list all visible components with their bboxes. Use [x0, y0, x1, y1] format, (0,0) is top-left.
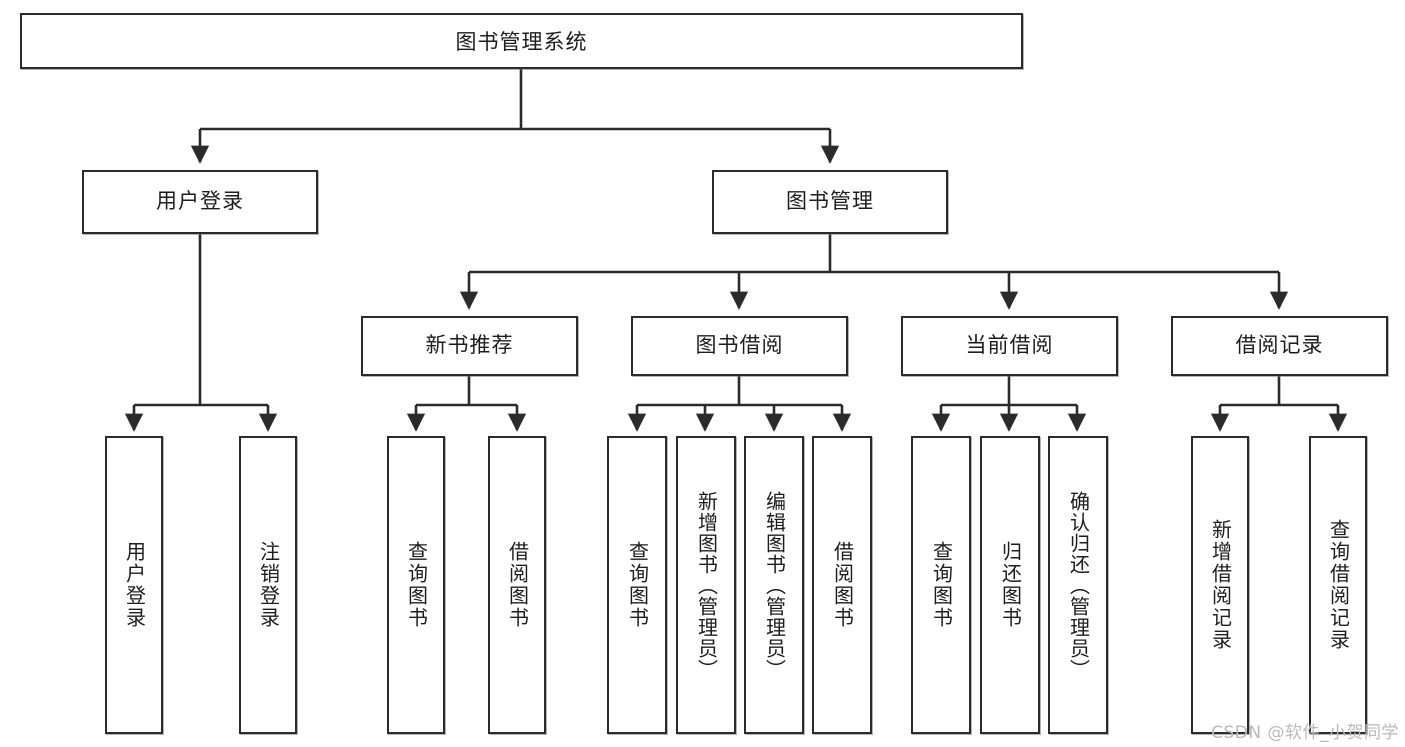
leaf-label: 新增图书（管理员） [694, 490, 719, 680]
leaf-label: 编辑图书（管理员） [762, 490, 787, 680]
leaf-label: 查询图书 [404, 541, 429, 629]
leaf-return-book[interactable]: 归还图书 [980, 436, 1040, 734]
leaf-add-borrow-record[interactable]: 新增借阅记录 [1191, 436, 1249, 734]
leaf-label: 用户登录 [122, 541, 147, 629]
leaf-add-book-admin[interactable]: 新增图书（管理员） [676, 436, 736, 734]
leaf-borrow-book-borrow[interactable]: 借阅图书 [812, 436, 872, 734]
leaf-logout-login[interactable]: 注销登录 [239, 436, 297, 734]
leaf-query-book-recommend[interactable]: 查询图书 [387, 436, 445, 734]
node-user-login[interactable]: 用户登录 [82, 170, 318, 234]
leaf-query-book-borrow[interactable]: 查询图书 [607, 436, 667, 734]
node-label: 借阅记录 [1235, 333, 1324, 358]
node-book-borrow[interactable]: 图书借阅 [631, 316, 848, 376]
node-root-book-management-system[interactable]: 图书管理系统 [20, 13, 1023, 69]
leaf-label: 借阅图书 [505, 541, 530, 629]
node-borrow-record[interactable]: 借阅记录 [1171, 316, 1388, 376]
node-label: 新书推荐 [425, 333, 514, 358]
leaf-label: 注销登录 [256, 541, 281, 629]
leaf-edit-book-admin[interactable]: 编辑图书（管理员） [744, 436, 804, 734]
node-label: 图书管理 [786, 189, 874, 214]
leaf-query-book-current[interactable]: 查询图书 [911, 436, 971, 734]
leaf-borrow-book-recommend[interactable]: 借阅图书 [488, 436, 546, 734]
leaf-label: 查询图书 [625, 541, 650, 629]
watermark-text: CSDN @软件_小贺同学 [1211, 723, 1399, 743]
node-label: 当前借阅 [965, 333, 1054, 358]
leaf-label: 确认归还（管理员） [1066, 490, 1091, 680]
node-book-management[interactable]: 图书管理 [712, 170, 948, 234]
node-new-book-recommend[interactable]: 新书推荐 [361, 316, 578, 376]
leaf-confirm-return-admin[interactable]: 确认归还（管理员） [1048, 436, 1108, 734]
leaf-user-login[interactable]: 用户登录 [105, 436, 163, 734]
leaf-label: 借阅图书 [830, 541, 855, 629]
leaf-label: 查询借阅记录 [1326, 519, 1351, 651]
node-label: 图书管理系统 [455, 30, 588, 54]
leaf-query-borrow-record[interactable]: 查询借阅记录 [1309, 436, 1367, 734]
node-current-borrow[interactable]: 当前借阅 [901, 316, 1118, 376]
leaf-label: 新增借阅记录 [1208, 519, 1233, 651]
node-label: 图书借阅 [695, 333, 784, 358]
leaf-label: 归还图书 [998, 541, 1023, 629]
leaf-label: 查询图书 [929, 541, 954, 629]
node-label: 用户登录 [156, 189, 244, 214]
